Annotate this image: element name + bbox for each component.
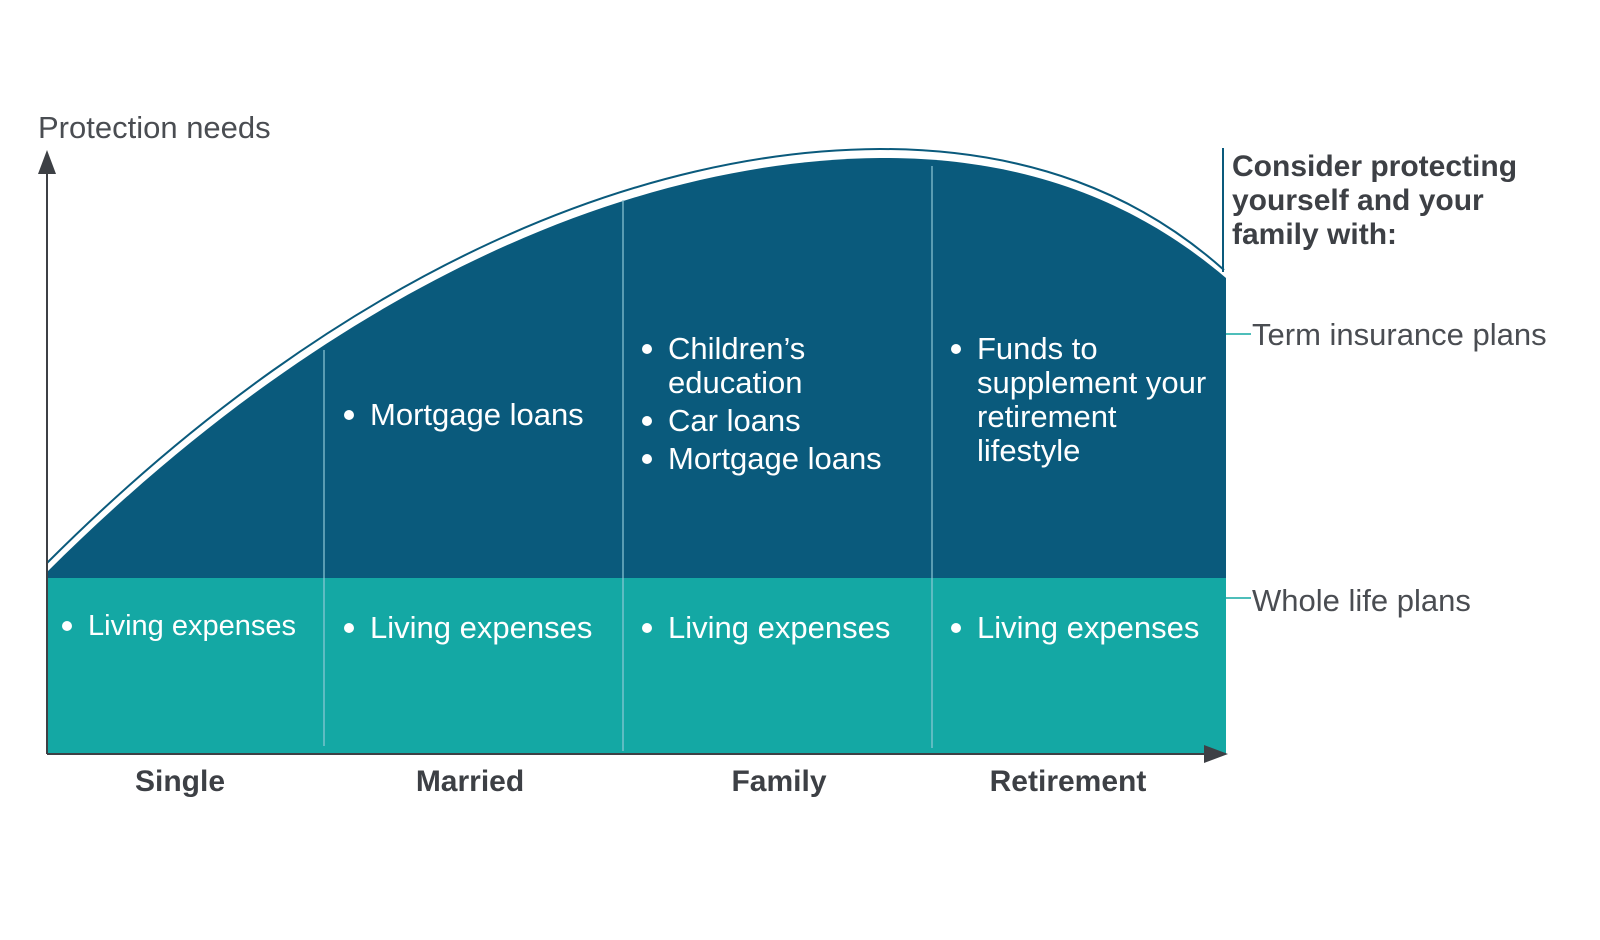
list-item: Mortgage loans <box>638 442 918 476</box>
term-insurance-area <box>47 157 1226 578</box>
x-axis-arrow-icon <box>1204 745 1228 763</box>
family-whole-list: Living expenses <box>638 611 890 649</box>
stage-label-married: Married <box>415 765 525 798</box>
side-heading: Consider protecting yourself and your fa… <box>1232 150 1518 251</box>
list-item: Living expenses <box>638 611 890 645</box>
whole-life-area <box>47 578 1226 754</box>
retirement-whole-list: Living expenses <box>947 611 1199 649</box>
term-insurance-label: Term insurance plans <box>1252 317 1547 352</box>
stage-label-family: Family <box>731 765 827 798</box>
stage-label-single: Single <box>134 765 225 798</box>
list-item: Living expenses <box>947 611 1199 645</box>
list-item: Mortgage loans <box>340 398 584 432</box>
list-item: Living expenses <box>58 609 296 643</box>
needs-curve-outline <box>46 147 1225 564</box>
y-axis-title: Protection needs <box>38 110 271 145</box>
whole-life-label: Whole life plans <box>1252 583 1471 618</box>
list-item: Living expenses <box>340 611 592 645</box>
list-item: Children’s education <box>638 332 918 400</box>
list-item: Car loans <box>638 404 918 438</box>
married-term-list: Mortgage loans <box>340 398 584 436</box>
married-whole-list: Living expenses <box>340 611 592 649</box>
y-axis-arrow-icon <box>38 150 56 174</box>
stage-label-retirement: Retirement <box>989 765 1147 798</box>
single-whole-list: Living expenses <box>58 609 296 647</box>
retirement-term-list: Funds to supplement your retirement life… <box>947 332 1207 472</box>
list-item: Funds to supplement your retirement life… <box>947 332 1207 468</box>
family-term-list: Children’s education Car loans Mortgage … <box>638 332 918 480</box>
